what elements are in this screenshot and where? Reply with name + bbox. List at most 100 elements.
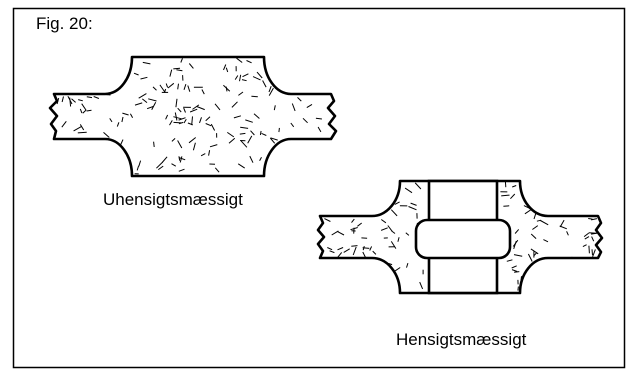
speckle-mark [511,265,517,269]
speckle-mark [177,83,179,90]
speckle-mark [540,220,549,226]
speckle-mark [512,185,517,188]
speckle-mark [387,225,393,232]
speckle-mark [141,98,148,103]
speckle-mark [523,205,531,210]
label-favorable: Hensigtsmæssigt [396,330,527,349]
speckle-mark [362,247,370,249]
speckle-fill-unfavorable [56,57,322,175]
speckle-mark [167,82,175,89]
speckle-mark [61,120,67,128]
speckle-mark [103,132,110,138]
speckle-mark [180,58,183,63]
speckle-mark [86,109,92,112]
speckle-mark [120,139,124,146]
speckle-mark [343,248,350,253]
speckle-mark [405,232,410,236]
shape-unfavorable-outline [48,55,338,178]
speckle-mark [214,103,221,111]
speckle-mark [250,130,255,136]
speckle-mark [251,95,258,98]
speckle-mark [173,67,181,70]
speckle-mark [245,119,253,123]
speckle-mark [240,126,249,129]
speckle-mark [261,132,267,136]
speckle-mark [227,131,235,138]
speckle-mark [380,227,388,231]
speckle-mark [183,118,187,124]
speckle-mark [233,115,242,119]
speckle-mark [109,118,113,123]
speckle-mark [171,138,176,142]
speckle-mark [324,218,331,222]
speckle-mark [151,102,157,110]
speckle-mark [183,83,187,90]
speckle-mark [169,69,173,77]
speckle-mark [394,267,401,272]
speckle-mark [259,157,262,162]
speckle-mark [249,155,254,163]
speckle-mark [187,85,191,92]
speckle-mark [352,246,357,256]
speckle-mark [77,131,87,134]
speckle-mark [297,97,302,102]
speckle-mark [164,88,167,93]
speckle-mark [73,126,82,132]
speckle-mark [591,236,595,242]
speckle-mark [514,271,520,273]
speckle-mark [513,240,517,250]
speckle-mark [173,116,182,120]
speckle-mark [171,163,177,167]
speckle-mark [201,89,205,95]
speckle-mark [159,84,166,93]
speckle-mark [177,140,183,149]
rounded-core [414,218,512,260]
speckle-mark [252,76,261,81]
speckle-mark [200,153,206,157]
speckle-mark [238,91,244,96]
shape-favorable [316,179,604,295]
speckle-mark [146,105,154,110]
speckle-mark [239,132,246,135]
speckle-mark [241,79,247,82]
speckle-mark [259,130,262,136]
speckle-mark [86,96,93,99]
speckle-mark [337,231,345,236]
speckle-mark [173,121,182,124]
speckle-mark [273,105,276,111]
speckle-mark [142,61,151,65]
speckle-mark [269,137,276,144]
speckle-mark [582,244,587,248]
speckle-mark [315,117,322,120]
speckle-mark [524,209,532,215]
speckle-mark [397,237,400,242]
speckle-mark [527,253,533,262]
speckle-mark [256,71,263,79]
speckle-mark [369,246,373,251]
speckle-mark [351,245,358,247]
speckle-mark [406,262,409,268]
speckle-mark [178,117,186,121]
speckle-mark [511,269,518,272]
speckle-mark [390,209,398,217]
speckle-mark [388,262,393,266]
speckle-mark [156,161,163,169]
speckle-mark [175,98,178,108]
speckle-mark [247,135,253,144]
speckle-mark [278,127,280,133]
speckle-mark [337,247,344,251]
speckle-fill-favorable [324,181,598,291]
speckle-mark [158,165,164,171]
speckle-mark [237,163,245,169]
speckle-mark [337,252,343,258]
speckle-mark [178,168,185,172]
speckle-mark [148,98,157,102]
speckle-mark [208,150,211,156]
speckle-mark [209,144,218,148]
speckle-mark [291,103,296,112]
speckle-mark [583,232,590,237]
speckle-mark [571,256,578,259]
speckle-mark [317,126,322,133]
speckle-mark [590,218,598,221]
